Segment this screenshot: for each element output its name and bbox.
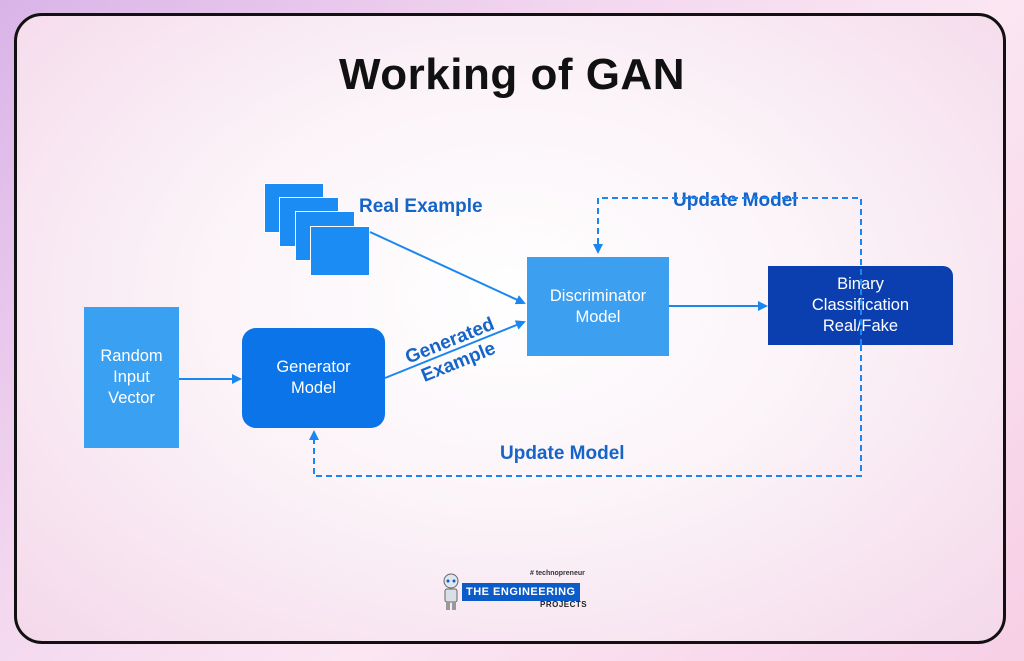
update-model-bottom-label: Update Model	[500, 443, 625, 464]
logo-tagline: # technopreneur	[530, 570, 585, 577]
diagram-title: Working of GAN	[339, 50, 685, 99]
real-example-sample-4	[310, 226, 370, 276]
discriminator-model-node: Discriminator Model	[527, 257, 669, 356]
update-model-top-label: Update Model	[673, 190, 798, 211]
logo-subtitle: PROJECTS	[540, 600, 588, 609]
update-loop-generator	[309, 345, 862, 477]
logo-badge: THE ENGINEERING	[462, 583, 580, 601]
real-example-label: Real Example	[359, 196, 483, 217]
arrow-generator-to-discriminator	[384, 320, 526, 379]
update-loop-discriminator	[593, 197, 862, 345]
arrow-real-to-discriminator	[369, 231, 526, 305]
generator-model-node: Generator Model	[242, 328, 385, 428]
engineering-projects-logo: # technopreneur THE ENGINEERING PROJECTS	[440, 570, 590, 612]
random-input-vector-node: Random Input Vector	[84, 307, 179, 448]
robot-icon	[443, 573, 459, 610]
